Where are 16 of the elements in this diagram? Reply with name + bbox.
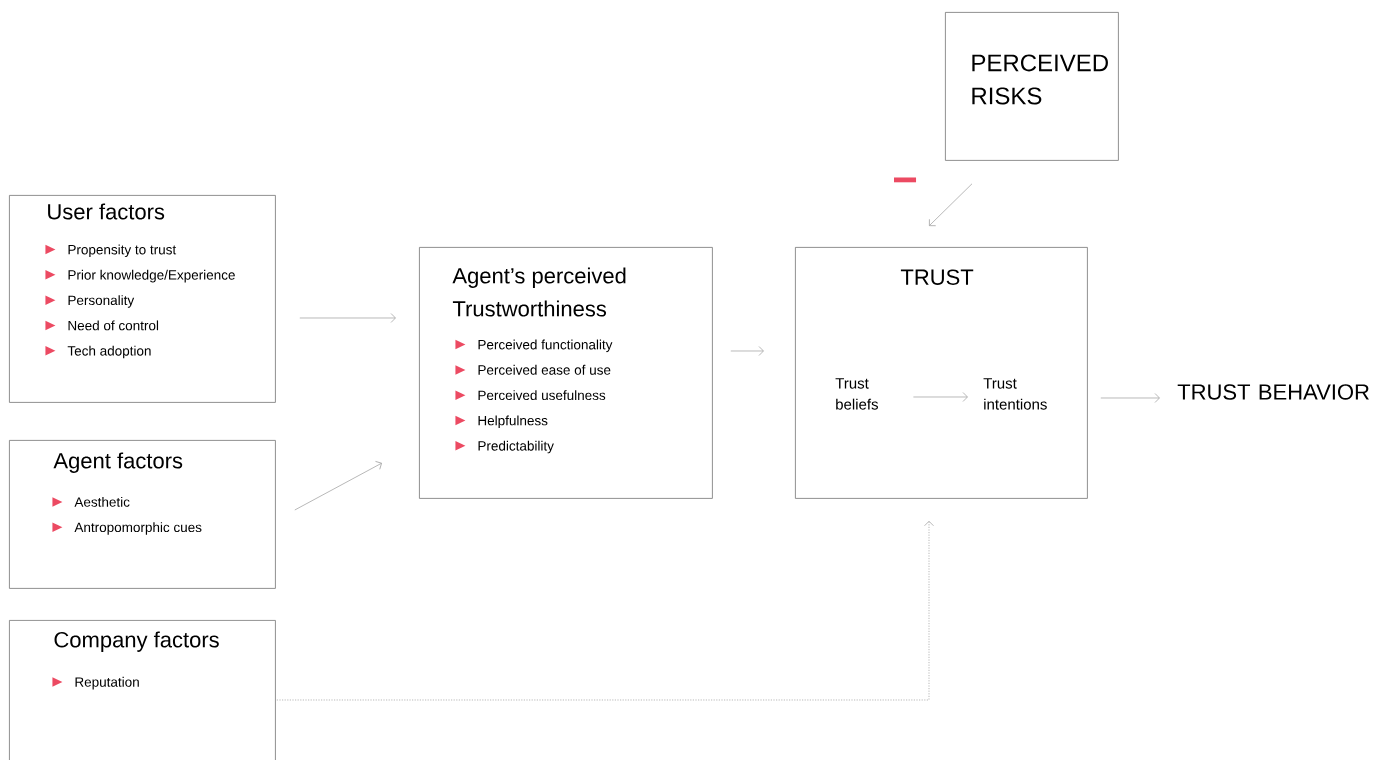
arrow: [1100, 393, 1160, 403]
arrow: [276, 520, 934, 701]
factor-box: PERCEIVED RISKS: [945, 12, 1119, 161]
factor-box: User factors Propensity to trust Prior knowledge/Experience Personality Need of control Tech adoption: [9, 195, 276, 403]
arrow: [294, 461, 382, 511]
arrow: [730, 346, 764, 356]
factor-box: Agent factors Aesthetic Antropomorphic cues: [9, 440, 276, 589]
arrow: [299, 313, 396, 323]
minus-sign: −: [894, 177, 917, 183]
factor-box: Company factors Reputation: [9, 620, 276, 760]
arrow: [913, 392, 968, 402]
label-text: Trust beliefs: [835, 378, 878, 410]
label-text: Trust intentions: [983, 378, 1047, 410]
arrow: [929, 183, 973, 227]
factor-box: Agent’s perceived Trustworthiness Perceived functionality Perceived ease of use Perceived usefulness Helpfulness Predictability: [419, 247, 713, 499]
label-text: TRUST BEHAVIOR: [1177, 384, 1369, 400]
